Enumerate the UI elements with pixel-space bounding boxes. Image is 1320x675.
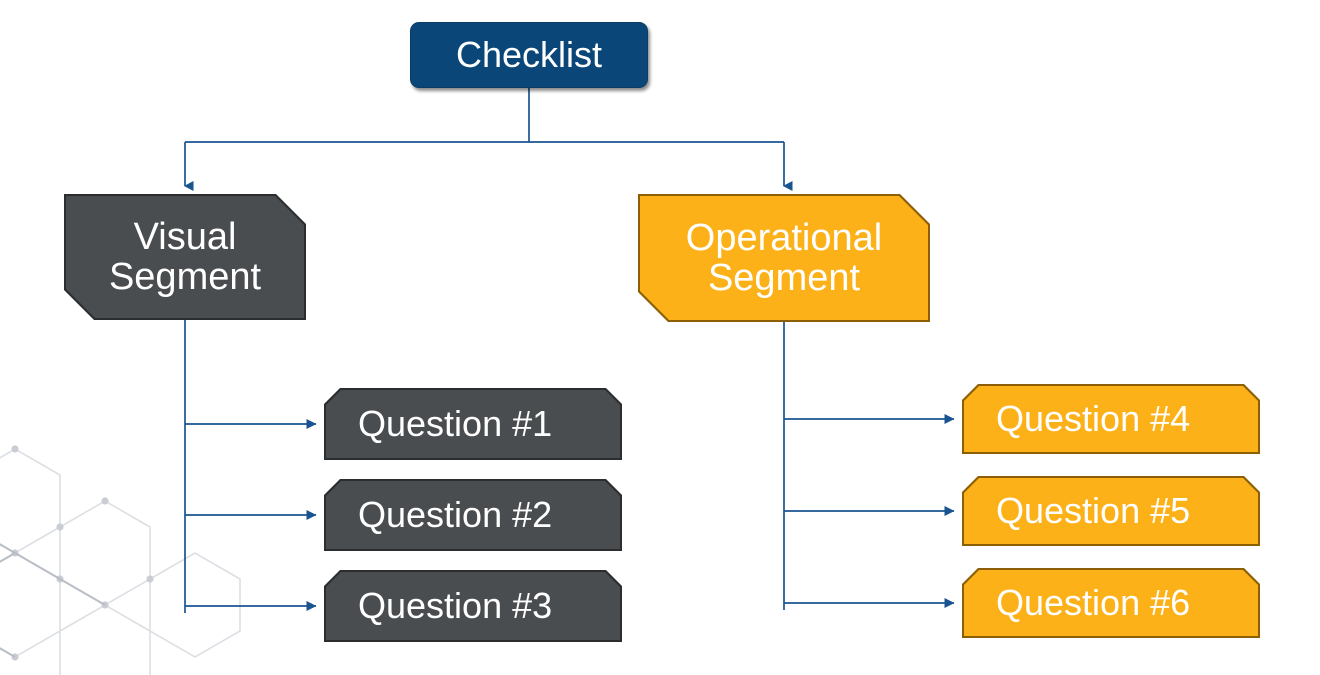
node-question-4[interactable]: Question #4: [962, 384, 1260, 454]
node-operational-segment[interactable]: Operational Segment: [638, 194, 930, 322]
node-question-2-label: Question #2: [358, 493, 553, 535]
operational-segment-fill: [640, 196, 928, 320]
visual-segment-line-1: Visual: [133, 215, 237, 258]
node-question-2[interactable]: Question #2: [324, 479, 622, 551]
node-question-5[interactable]: Question #5: [962, 476, 1260, 546]
question-2-fill: [326, 481, 620, 549]
node-question-3[interactable]: Question #3: [324, 570, 622, 642]
visual-segment-line-2: Segment: [108, 256, 262, 298]
node-question-1-label: Question #1: [358, 402, 553, 444]
node-question-3-label: Question #3: [358, 584, 553, 626]
operational-segment-line-1: Operational: [685, 216, 883, 259]
node-checklist-label: Checklist: [455, 33, 603, 75]
node-visual-segment-label: Visual Segment: [64, 217, 306, 298]
node-checklist[interactable]: Checklist: [410, 22, 648, 88]
question-3-fill: [326, 572, 620, 640]
node-operational-segment-label: Operational Segment: [638, 218, 930, 299]
hexagon-network-watermark: [0, 445, 241, 675]
node-question-5-label: Question #5: [996, 489, 1191, 531]
node-question-4-label: Question #4: [996, 397, 1191, 439]
question-4-fill: [964, 386, 1258, 452]
node-question-1[interactable]: Question #1: [324, 388, 622, 460]
question-1-fill: [326, 390, 620, 458]
operational-segment-line-2: Segment: [707, 257, 861, 299]
question-5-fill: [964, 478, 1258, 544]
node-visual-segment[interactable]: Visual Segment: [64, 194, 306, 320]
question-6-fill: [964, 570, 1258, 636]
visual-segment-fill: [66, 196, 304, 318]
node-question-6-label: Question #6: [996, 581, 1191, 623]
node-question-6[interactable]: Question #6: [962, 568, 1260, 638]
